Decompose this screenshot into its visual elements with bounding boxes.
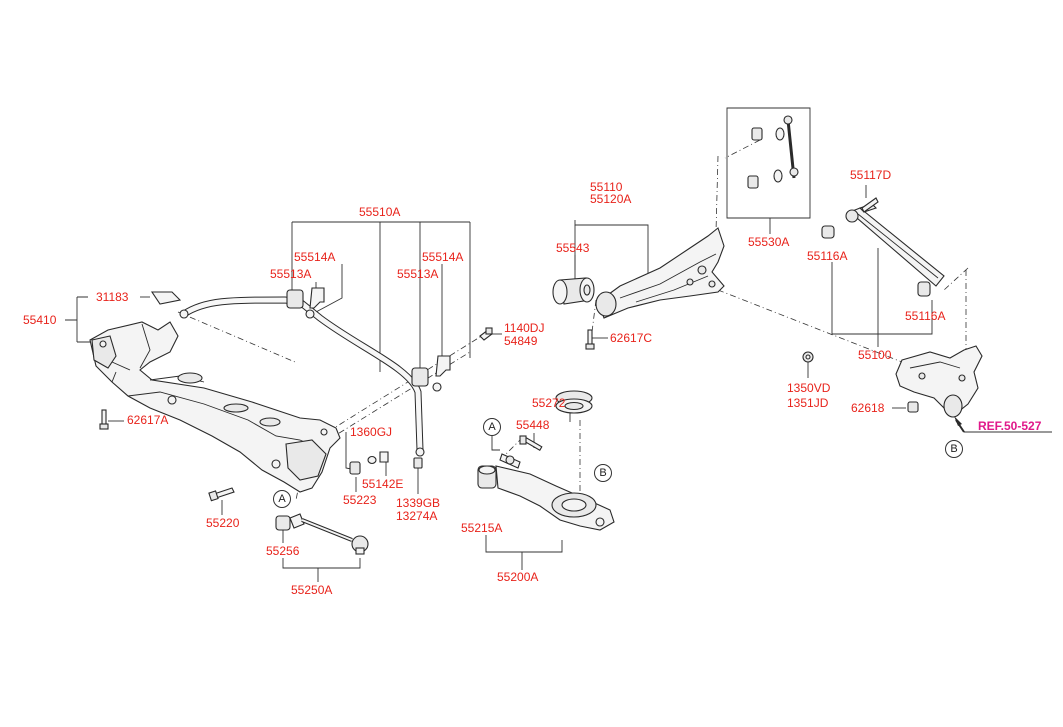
callout-b-knuckle: B <box>945 440 963 458</box>
label-55448: 55448 <box>516 418 550 432</box>
trailing-arm-55110 <box>595 227 725 319</box>
label-55120A: 55120A <box>590 192 632 206</box>
reference-link[interactable]: REF.50-527 <box>978 419 1042 433</box>
rear-subframe <box>89 321 341 493</box>
label-55410: 55410 <box>23 313 57 327</box>
callout-a-lower-arm: A <box>483 418 501 436</box>
label-55514A-right: 55514A <box>422 250 464 264</box>
bolt-62617C <box>585 329 595 350</box>
washer-1350VD <box>802 351 814 363</box>
assist-arm-55250A <box>275 513 369 555</box>
label-55142E: 55142E <box>362 477 404 491</box>
label-1350VD: 1350VD <box>787 381 831 395</box>
label-55256: 55256 <box>266 544 300 558</box>
label-55116A-bottom: 55116A <box>905 309 946 323</box>
stabilizer-bushings <box>286 287 451 392</box>
label-55513A-right: 55513A <box>397 267 439 281</box>
label-62618: 62618 <box>851 401 885 415</box>
knuckle <box>895 345 983 418</box>
stabilizer-link-55530A <box>747 115 799 189</box>
label-31183: 31183 <box>96 290 129 304</box>
bolt-62617A <box>99 409 109 430</box>
lower-arm-55200A <box>477 453 615 531</box>
small-hardware <box>349 451 423 475</box>
nut-62618 <box>907 401 919 413</box>
label-55116A-top: 55116A <box>807 249 848 263</box>
leader-lines <box>65 107 1052 582</box>
label-55530A: 55530A <box>748 235 790 249</box>
label-55543: 55543 <box>556 241 590 255</box>
bolt-55117D <box>861 197 879 213</box>
bolt-1140DJ <box>479 327 493 341</box>
callout-b-lower-arm: B <box>594 464 612 482</box>
callout-a-subframe: A <box>273 490 291 508</box>
bolt-55448 <box>519 435 543 451</box>
label-55215A: 55215A <box>461 521 503 535</box>
label-55220: 55220 <box>206 516 240 530</box>
label-55513A-left: 55513A <box>270 267 312 281</box>
label-55250A: 55250A <box>291 583 333 597</box>
label-1360GJ: 1360GJ <box>350 425 393 439</box>
bolt-55220 <box>208 487 235 502</box>
label-55200A: 55200A <box>497 570 539 584</box>
label-55514A-left: 55514A <box>294 250 336 264</box>
spring-seat-55272 <box>555 390 593 414</box>
label-1339GB: 1339GB <box>396 496 441 510</box>
label-62617C: 62617C <box>610 331 653 345</box>
label-55272: 55272 <box>532 396 566 410</box>
label-1351JD: 1351JD <box>787 396 829 410</box>
label-54849: 54849 <box>504 334 538 348</box>
label-13274A: 13274A <box>396 509 438 523</box>
label-55510A: 55510A <box>359 205 401 219</box>
label-55223: 55223 <box>343 493 377 507</box>
label-1140DJ: 1140DJ <box>504 321 545 335</box>
label-55100: 55100 <box>858 348 892 362</box>
stabilizer-bar <box>179 296 425 457</box>
label-55117D: 55117D <box>850 168 892 182</box>
label-62617A: 62617A <box>127 413 169 427</box>
label-55110: 55110 <box>590 180 623 194</box>
bushing-55543 <box>552 277 595 305</box>
label-plate <box>150 291 182 305</box>
